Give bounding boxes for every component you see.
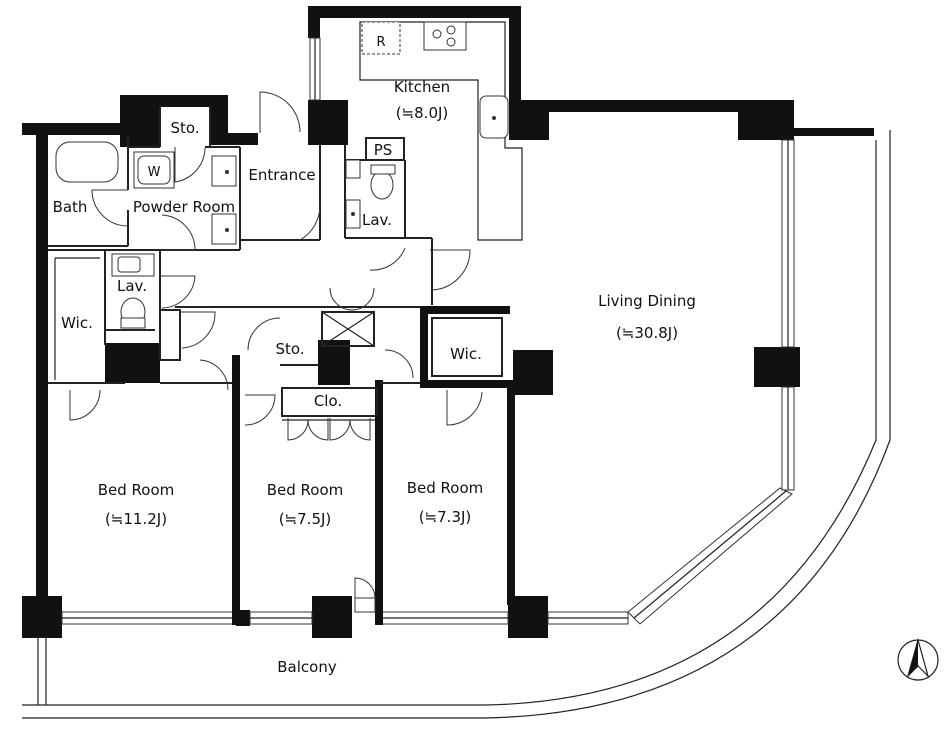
- living-area: (≒30.8J): [616, 324, 678, 342]
- bed2-name: Bed Room: [267, 481, 344, 499]
- room-labels: Kitchen (≒8.0J) Living Dining (≒30.8J) B…: [53, 78, 696, 676]
- refrigerator-label: R: [376, 35, 385, 50]
- bed2-area: (≒7.5J): [279, 510, 332, 528]
- sto-mid-label: Sto.: [275, 340, 304, 358]
- powder-room-label: Powder Room: [133, 198, 235, 216]
- bed3-area: (≒7.3J): [419, 508, 472, 526]
- lav-top-label: Lav.: [362, 211, 392, 229]
- fixtures: W R: [55, 21, 523, 329]
- balcony-label: Balcony: [277, 658, 337, 676]
- wic-right-label: Wic.: [450, 345, 482, 363]
- interior-walls: [48, 107, 515, 625]
- windows: [61, 37, 795, 625]
- exterior-walls: [22, 6, 874, 638]
- kitchen-name: Kitchen: [394, 78, 450, 96]
- ps-label: PS: [374, 141, 393, 159]
- clo-label: Clo.: [314, 392, 342, 410]
- sto-top-label: Sto.: [170, 119, 199, 137]
- entrance-label: Entrance: [248, 166, 315, 184]
- bed1-name: Bed Room: [98, 481, 175, 499]
- bed1-area: (≒11.2J): [105, 510, 167, 528]
- door-swings: [69, 91, 483, 613]
- washer-label: W: [148, 165, 161, 180]
- bed3-name: Bed Room: [407, 479, 484, 497]
- lav-left-label: Lav.: [117, 277, 147, 295]
- kitchen-area: (≒8.0J): [396, 104, 449, 122]
- north-arrow-icon: [897, 637, 939, 681]
- bath-label: Bath: [53, 198, 88, 216]
- wic-left-label: Wic.: [61, 314, 93, 332]
- balcony-outline: [22, 130, 891, 719]
- living-name: Living Dining: [598, 292, 696, 310]
